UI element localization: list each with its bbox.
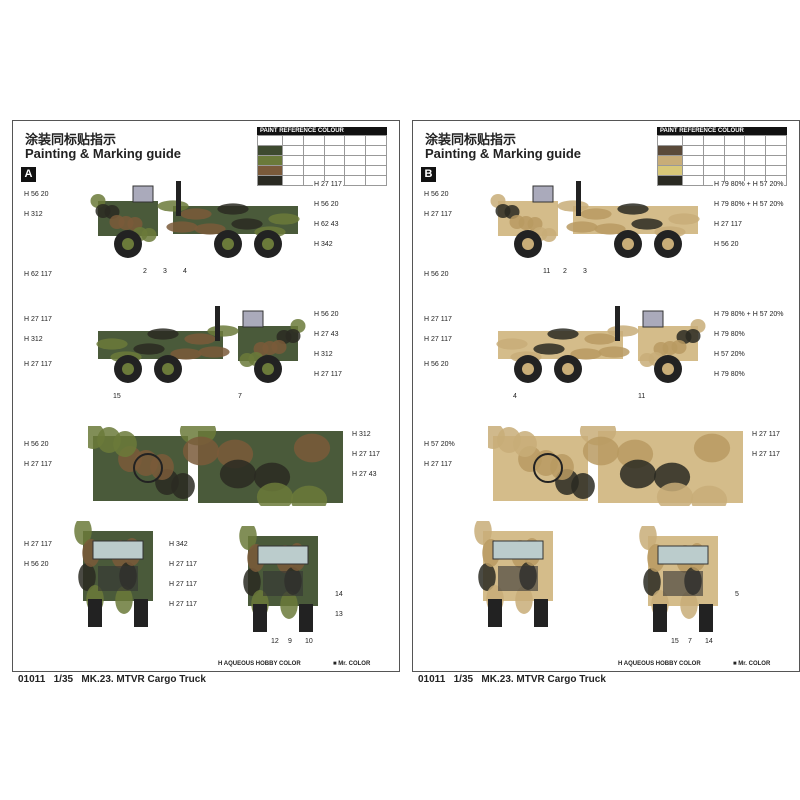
part-number-label: 15 [113, 393, 121, 400]
truck-front-view [639, 522, 718, 632]
paint-callout: H 56 20 [423, 191, 450, 198]
title-chinese: 涂装同标贴指示 [25, 132, 117, 147]
part-number-label: 2 [143, 268, 147, 275]
paint-callout: H 56 20 [23, 441, 50, 448]
truck-front-view [239, 522, 318, 632]
part-number-label: 4 [183, 268, 187, 275]
paint-callout: H 79 80% + H 57 20% [713, 201, 785, 208]
paint-callout: H 27 117 [313, 371, 343, 378]
paint-callout: H 62 43 [313, 221, 340, 228]
paint-callout: H 56 20 [23, 561, 50, 568]
paint-callout: H 27 117 [23, 316, 53, 323]
paint-callout: H 27 117 [23, 461, 53, 468]
title-english: Painting & Marking guide [25, 146, 182, 161]
paint-callout: H 56 20 [423, 271, 450, 278]
kit-name: MK.23. MTVR Cargo Truck [81, 674, 206, 685]
kit-name: MK.23. MTVR Cargo Truck [481, 674, 606, 685]
part-number-label: 4 [513, 393, 517, 400]
paint-callout: H 27 117 [168, 601, 198, 608]
footer-title: 01011 1/35 MK.23. MTVR Cargo Truck [18, 674, 206, 685]
paint-callout: H 27 117 [423, 461, 453, 468]
part-number-label: 3 [163, 268, 167, 275]
paint-callout: H 312 [313, 351, 334, 358]
paint-callout: H 56 20 [23, 191, 50, 198]
truck-side-view [90, 181, 300, 258]
panel-a: 涂装同标贴指示 Painting & Marking guide A PAINT… [12, 120, 400, 672]
paint-callout: H 79 80% [713, 371, 746, 378]
kit-code: 01011 [18, 674, 46, 685]
paint-callout: H 27 117 [23, 361, 53, 368]
part-number-label: 12 [271, 638, 279, 645]
paint-table-title: PAINT REFERENCE COLOUR [657, 127, 787, 135]
title-chinese: 涂装同标贴指示 [425, 132, 517, 147]
truck-front-view [74, 517, 153, 627]
paint-callout: H 27 117 [351, 451, 381, 458]
paint-callout: H 27 117 [751, 451, 781, 458]
paint-callout: H 27 117 [713, 221, 743, 228]
part-number-label: 10 [305, 638, 313, 645]
legend-aqueous: H AQUEOUS HOBBY COLOR [218, 661, 301, 667]
paint-callout: H 27 117 [313, 181, 343, 188]
paint-reference-table: PAINT REFERENCE COLOUR [657, 127, 787, 186]
scheme-badge: A [21, 167, 36, 182]
part-number-label: 14 [335, 591, 343, 598]
truck-side-view [490, 181, 700, 258]
truck-top-view [81, 416, 343, 515]
truck-side-view [496, 306, 706, 383]
paint-callout: H 27 117 [751, 431, 781, 438]
kit-scale: 1/35 [53, 674, 74, 685]
paint-callout: H 27 43 [351, 471, 378, 478]
part-number-label: 5 [735, 591, 739, 598]
paint-callout: H 27 117 [23, 541, 53, 548]
paint-table-title: PAINT REFERENCE COLOUR [257, 127, 387, 135]
part-number-label: 13 [335, 611, 343, 618]
part-number-label: 2 [563, 268, 567, 275]
title-english: Painting & Marking guide [425, 146, 582, 161]
paint-callout: H 312 [23, 211, 44, 218]
part-number-label: 14 [705, 638, 713, 645]
truck-top-view [481, 416, 743, 515]
footer-title: 01011 1/35 MK.23. MTVR Cargo Truck [418, 674, 606, 685]
paint-callout: H 79 80% + H 57 20% [713, 311, 785, 318]
paint-callout: H 56 20 [313, 201, 340, 208]
part-number-label: 3 [583, 268, 587, 275]
paint-callout: H 342 [168, 541, 189, 548]
panel-b: 涂装同标贴指示 Painting & Marking guide B PAINT… [412, 120, 800, 672]
part-number-label: 7 [238, 393, 242, 400]
part-number-label: 9 [288, 638, 292, 645]
truck-side-view [96, 306, 306, 383]
paint-callout: H 342 [313, 241, 334, 248]
legend-mr-color: ■ Mr. COLOR [733, 661, 771, 667]
paint-callout: H 312 [23, 336, 44, 343]
kit-code: 01011 [418, 674, 446, 685]
truck-front-view [474, 517, 553, 627]
legend-mr-color: ■ Mr. COLOR [333, 661, 371, 667]
part-number-label: 11 [543, 268, 551, 275]
part-number-label: 15 [671, 638, 679, 645]
paint-callout: H 79 80% [713, 331, 746, 338]
paint-callout: H 56 20 [313, 311, 340, 318]
kit-scale: 1/35 [453, 674, 474, 685]
paint-callout: H 27 117 [423, 336, 453, 343]
paint-callout: H 56 20 [713, 241, 740, 248]
part-number-label: 11 [638, 393, 646, 400]
paint-callout: H 27 117 [423, 316, 453, 323]
paint-callout: H 312 [351, 431, 372, 438]
paint-reference-table: PAINT REFERENCE COLOUR [257, 127, 387, 186]
paint-callout: H 62 117 [23, 271, 53, 278]
part-number-label: 7 [688, 638, 692, 645]
paint-callout: H 57 20% [713, 351, 746, 358]
paint-callout: H 27 117 [168, 581, 198, 588]
paint-callout: H 56 20 [423, 361, 450, 368]
legend-aqueous: H AQUEOUS HOBBY COLOR [618, 661, 701, 667]
scheme-badge: B [421, 167, 436, 182]
paint-callout: H 27 117 [423, 211, 453, 218]
paint-callout: H 27 43 [313, 331, 340, 338]
paint-callout: H 27 117 [168, 561, 198, 568]
paint-callout: H 57 20% [423, 441, 456, 448]
paint-callout: H 79 80% + H 57 20% [713, 181, 785, 188]
